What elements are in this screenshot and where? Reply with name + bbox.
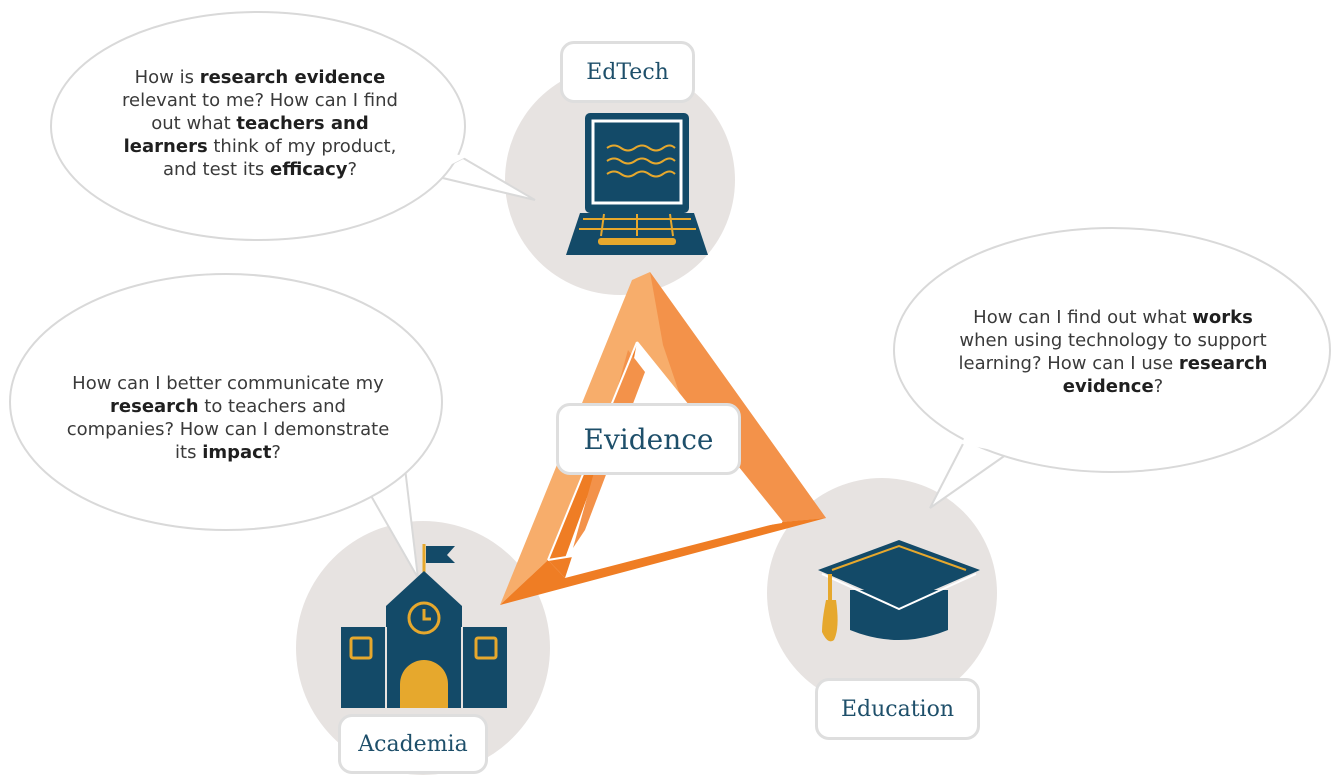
- edtech-bubble-segment: How is: [134, 67, 200, 88]
- academia-bubble-text: How can I better communicate my research…: [60, 372, 396, 464]
- education-bubble-segment: works: [1192, 307, 1253, 328]
- evidence-label: Evidence: [556, 403, 741, 475]
- school-building-icon: [341, 544, 507, 708]
- edtech-bubble-segment: teachers and learners: [123, 113, 369, 157]
- education-bubble-segment: ?: [1153, 376, 1164, 397]
- academia-bubble-segment: to teachers and companies? How can I dem…: [66, 396, 390, 463]
- edtech-bubble-segment: research evidence: [199, 67, 386, 88]
- academia-bubble-segment: impact: [202, 442, 272, 463]
- edtech-bubble-segment: efficacy: [269, 159, 348, 180]
- education-bubble-segment: when using technology to support learnin…: [958, 330, 1267, 374]
- edtech-label: EdTech: [560, 41, 695, 103]
- academia-bubble-segment: ?: [271, 442, 281, 463]
- academia-speech-bubble: [9, 273, 443, 579]
- graduation-cap-icon: [818, 540, 980, 642]
- education-bubble-segment: research evidence: [1062, 353, 1268, 397]
- academia-bubble-segment: research: [110, 396, 199, 417]
- laptop-icon: [566, 113, 708, 255]
- edtech-bubble-segment: think of my product, and test its: [162, 136, 397, 180]
- edtech-bubble-segment: ?: [347, 159, 358, 180]
- triangle-bottom-side: [500, 518, 826, 605]
- education-label: Education: [815, 678, 980, 740]
- edtech-bubble-text: How is research evidence relevant to me?…: [110, 66, 410, 181]
- education-bubble-segment: How can I find out what: [973, 307, 1193, 328]
- education-bubble-text: How can I find out what works when using…: [948, 306, 1278, 398]
- edtech-bubble-segment: relevant to me? How can I find out what: [122, 90, 398, 134]
- academia-bubble-segment: How can I better communicate my: [72, 373, 384, 394]
- education-speech-bubble: [893, 227, 1331, 509]
- edtech-speech-bubble: [50, 11, 536, 241]
- academia-label: Academia: [338, 714, 488, 774]
- triangle-right-side: [650, 272, 826, 522]
